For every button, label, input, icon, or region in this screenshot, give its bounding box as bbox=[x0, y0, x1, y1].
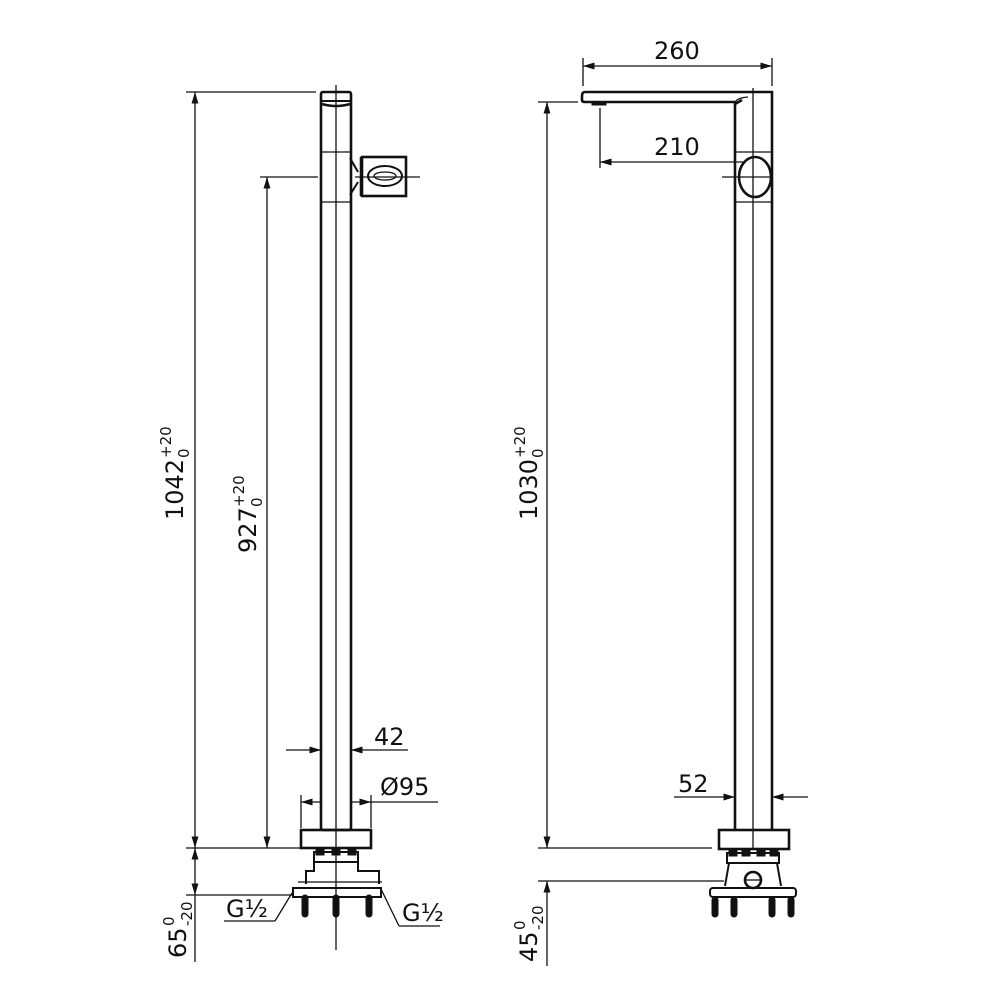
dim-260: 260 bbox=[582, 37, 773, 86]
dim-1042: 1042 +20 0 bbox=[157, 91, 316, 848]
dim-210-value: 210 bbox=[654, 133, 700, 161]
dim-45: 45 0 -20 bbox=[511, 881, 551, 966]
svg-text:0: 0 bbox=[175, 448, 193, 458]
dim-42: 42 bbox=[286, 723, 408, 754]
left-base-fitting bbox=[292, 848, 382, 918]
right-base-fitting bbox=[709, 849, 797, 918]
svg-text:G½: G½ bbox=[402, 899, 444, 927]
svg-text:-20: -20 bbox=[529, 906, 547, 931]
right-view: 260 210 1030 +20 0 45 0 -20 bbox=[511, 37, 808, 966]
svg-text:0: 0 bbox=[529, 448, 547, 458]
svg-text:0: 0 bbox=[511, 920, 529, 930]
svg-text:G½: G½ bbox=[226, 895, 268, 923]
dim-52: 52 bbox=[674, 770, 808, 801]
dim-927-value: 927 bbox=[234, 507, 262, 553]
right-tap-body bbox=[580, 88, 791, 851]
dim-52-value: 52 bbox=[678, 770, 709, 798]
svg-text:+20: +20 bbox=[157, 426, 175, 458]
dim-210: 210 bbox=[599, 108, 746, 168]
dim-65: 65 0 -20 bbox=[160, 848, 199, 962]
left-tap-body bbox=[299, 85, 420, 950]
svg-text:+20: +20 bbox=[511, 426, 529, 458]
left-view: 1042 +20 0 927 +20 0 65 0 -20 bbox=[157, 85, 444, 962]
svg-text:0: 0 bbox=[160, 916, 178, 926]
svg-text:0: 0 bbox=[248, 497, 266, 507]
dim-260-value: 260 bbox=[654, 37, 700, 65]
dim-65-value: 65 bbox=[164, 927, 192, 958]
svg-text:-20: -20 bbox=[178, 902, 196, 927]
dim-1030: 1030 +20 0 bbox=[511, 101, 578, 848]
label-g-half-right: G½ bbox=[380, 888, 444, 927]
dim-927: 927 +20 0 bbox=[230, 176, 318, 848]
dim-1030-value: 1030 bbox=[515, 459, 543, 520]
label-g-half-left: G½ bbox=[224, 892, 293, 923]
dim-95-value: Ø95 bbox=[380, 773, 429, 801]
svg-text:+20: +20 bbox=[230, 475, 248, 507]
dim-95: Ø95 bbox=[300, 773, 438, 828]
dim-45-value: 45 bbox=[515, 931, 543, 962]
dim-1042-value: 1042 bbox=[161, 459, 189, 520]
dim-42-value: 42 bbox=[374, 723, 405, 751]
